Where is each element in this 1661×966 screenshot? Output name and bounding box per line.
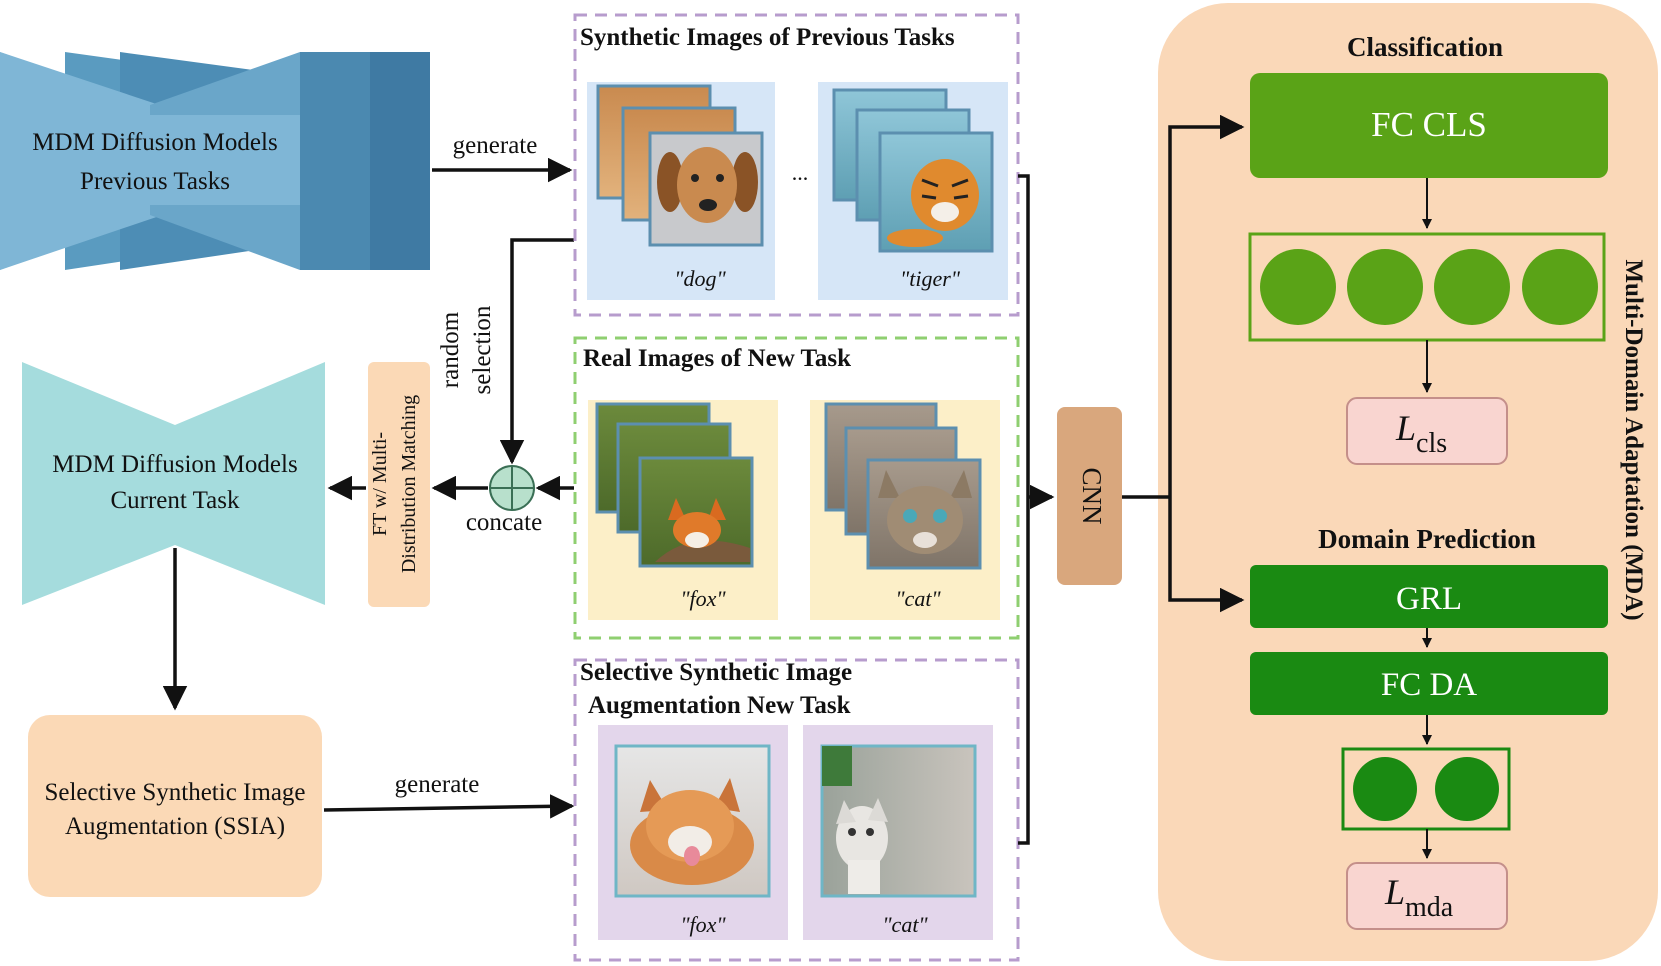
loss-cls-subscript: cls — [1416, 428, 1447, 459]
loss-cls-box — [1346, 397, 1508, 465]
caption-dog: "dog" — [674, 266, 726, 291]
fc-da-box — [1250, 652, 1608, 715]
caption-syn-cat: "cat" — [882, 912, 928, 937]
ssia-label-1: Selective Synthetic Image — [44, 779, 305, 806]
panel-real-new — [573, 336, 1020, 640]
curr-model-shape — [22, 362, 325, 605]
group-syn-fox — [598, 725, 788, 940]
classification-title: Classification — [1347, 32, 1503, 62]
mda-panel — [1158, 3, 1658, 961]
cls-node-4 — [1522, 249, 1598, 325]
group-tiger — [818, 82, 1008, 300]
ft-label-1: FT w/ Multi- — [369, 432, 391, 536]
ssia-label-2: Augmentation (SSIA) — [65, 813, 285, 840]
label-generate-top: generate — [453, 132, 538, 159]
caption-real-fox: "fox" — [680, 586, 726, 611]
panel-selective-new — [573, 658, 1020, 962]
domain-title: Domain Prediction — [1318, 524, 1536, 554]
panels-bracket — [1018, 174, 1030, 845]
prev-model-label-2: Previous Tasks — [80, 168, 230, 195]
panel-synthetic-previous-title: Synthetic Images of Previous Tasks — [580, 24, 955, 51]
panel-real-new-title: Real Images of New Task — [583, 345, 851, 372]
concat-node — [489, 465, 535, 511]
loss-mda-label: Lmda — [1384, 872, 1454, 923]
arrow-to-classification — [1168, 114, 1245, 497]
curr-model-label-2: Current Task — [110, 487, 240, 514]
da-node-1 — [1353, 757, 1417, 821]
label-selection: selection — [469, 305, 496, 394]
arrow-random-selection — [499, 238, 574, 465]
cls-node-2 — [1347, 249, 1423, 325]
loss-mda-box — [1346, 862, 1508, 930]
label-random: random — [437, 311, 464, 388]
panel-selective-new-title-1: Selective Synthetic Image — [580, 659, 852, 686]
group-real-fox — [588, 400, 778, 620]
caption-syn-fox: "fox" — [680, 912, 726, 937]
cnn-box — [1057, 407, 1122, 585]
group-syn-cat — [803, 725, 993, 940]
caption-real-cat: "cat" — [895, 586, 941, 611]
loss-mda-subscript: mda — [1405, 892, 1454, 923]
ellipsis: ... — [792, 160, 809, 185]
arrow-generate-bottom — [323, 794, 575, 819]
fc-cls-box — [1250, 73, 1608, 178]
grl-label: GRL — [1396, 581, 1462, 617]
label-concate: concate — [466, 509, 542, 536]
loss-cls-symbol: L — [1395, 408, 1416, 448]
cnn-label: CNN — [1077, 467, 1107, 524]
fc-da-label: FC DA — [1381, 667, 1477, 703]
caption-tiger: "tiger" — [900, 266, 961, 291]
curr-model-label-1: MDM Diffusion Models — [52, 451, 297, 478]
cls-node-1 — [1260, 249, 1336, 325]
ssia-box — [28, 715, 322, 897]
loss-cls-label: Lcls — [1395, 408, 1447, 459]
ft-label-2: Distribution Matching — [398, 395, 420, 573]
mda-title: Multi-Domain Adaptation (MDA) — [1620, 259, 1647, 620]
label-generate-bottom: generate — [395, 771, 480, 798]
cls-node-3 — [1434, 249, 1510, 325]
group-real-cat — [810, 400, 1000, 620]
loss-mda-symbol: L — [1384, 872, 1405, 912]
panel-selective-new-title-2: Augmentation New Task — [588, 692, 851, 719]
da-node-2 — [1435, 757, 1499, 821]
prev-model-label-1: MDM Diffusion Models — [32, 129, 277, 156]
grl-box — [1250, 565, 1608, 628]
group-dog — [587, 82, 775, 300]
fc-cls-label: FC CLS — [1371, 105, 1487, 144]
ft-box — [368, 362, 430, 607]
panel-synthetic-previous — [573, 13, 1020, 317]
prev-model-shape — [0, 52, 430, 270]
arrow-to-domain — [1168, 497, 1245, 613]
